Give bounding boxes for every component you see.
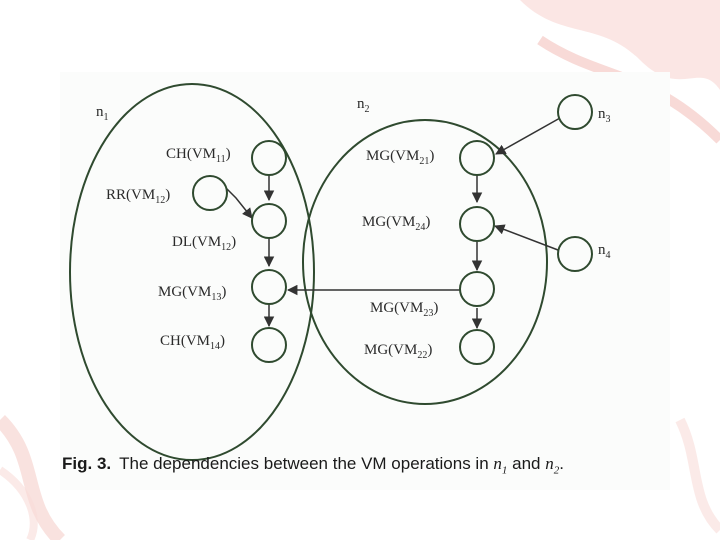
node-mg23-circle	[459, 271, 495, 307]
figure-card	[60, 72, 670, 490]
group-n1-ellipse	[69, 83, 315, 461]
node-mg22-circle	[459, 329, 495, 365]
caption-text: The dependencies between the VM operatio…	[119, 454, 489, 473]
group-n2-label: n2	[357, 96, 370, 115]
node-mg22-label: MG(VM22)	[364, 342, 432, 361]
edge-n4-mg24	[494, 224, 559, 251]
node-n3-circle	[557, 94, 593, 130]
node-n4-circle	[557, 236, 593, 272]
node-mg21-label: MG(VM21)	[366, 148, 434, 167]
node-ch11-label: CH(VM11)	[166, 146, 231, 165]
caption-and: and	[512, 454, 541, 473]
node-mg24-label: MG(VM24)	[362, 214, 430, 233]
caption-end: .	[559, 454, 564, 473]
node-dl12-circle	[251, 203, 287, 239]
node-rr12-label: RR(VM12)	[106, 187, 170, 206]
node-mg13-circle	[251, 269, 287, 305]
node-mg23-label: MG(VM23)	[370, 300, 438, 319]
caption-n1: n1	[493, 454, 508, 477]
node-dl12-label: DL(VM12)	[172, 234, 236, 253]
caption-label: Fig. 3.	[62, 454, 112, 473]
group-n3-label: n3	[598, 106, 611, 125]
node-mg24-circle	[459, 206, 495, 242]
group-n4-label: n4	[598, 242, 611, 261]
node-mg21-circle	[459, 140, 495, 176]
node-rr12-circle	[192, 175, 228, 211]
caption-n2: n2	[545, 454, 560, 477]
group-n1-label: n1	[96, 104, 109, 123]
edge-rr12-dl12	[225, 187, 253, 219]
node-ch14-label: CH(VM14)	[160, 333, 225, 352]
node-mg13-label: MG(VM13)	[158, 284, 226, 303]
node-ch11-circle	[251, 140, 287, 176]
figure-caption: Fig. 3. The dependencies between the VM o…	[62, 454, 564, 476]
edge-n3-mg21	[495, 117, 561, 155]
group-n2-ellipse	[302, 119, 548, 405]
node-ch14-circle	[251, 327, 287, 363]
